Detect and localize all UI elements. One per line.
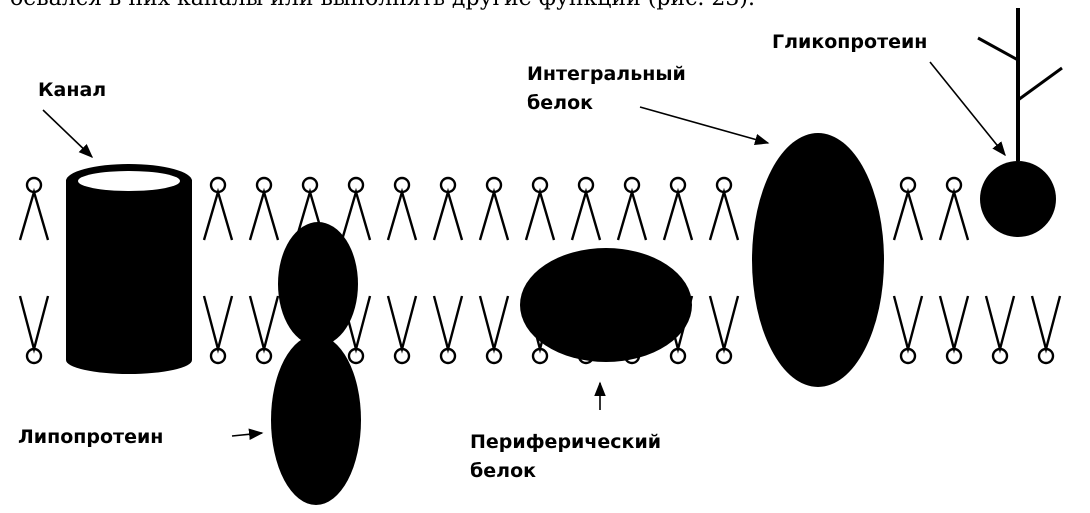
phospholipid-bottom [986, 296, 1014, 363]
phospholipid-bottom [894, 296, 922, 363]
phospholipid-bottom [434, 296, 462, 363]
phospholipid-top [480, 178, 508, 240]
channel-cylinder [66, 164, 192, 374]
phospholipid-top [940, 178, 968, 240]
phospholipid-bottom [204, 296, 232, 363]
phospholipid-top [250, 178, 278, 240]
phospholipid-top [20, 178, 48, 240]
phospholipid-top [572, 178, 600, 240]
peripheral-protein-label-line2: белок [470, 460, 536, 482]
lipoprotein-shape [271, 222, 361, 505]
phospholipid-bottom [250, 296, 278, 363]
peripheral-protein-shape [520, 248, 692, 362]
integral-protein-label-line1: Интегральный [527, 63, 686, 85]
channel-arrow [43, 110, 92, 157]
glycoprotein-label: Гликопротеин [772, 31, 927, 53]
phospholipid-bottom [480, 296, 508, 363]
integral-protein-shape [752, 133, 884, 387]
phospholipid-top [894, 178, 922, 240]
lipoprotein-arrow [232, 433, 262, 436]
lipoprotein-label: Липопротеин [18, 426, 163, 448]
phospholipid-top [664, 178, 692, 240]
phospholipid-bottom [388, 296, 416, 363]
phospholipid-bottom [1032, 296, 1060, 363]
glycoprotein-shape [978, 8, 1062, 237]
phospholipid-top [342, 178, 370, 240]
phospholipid-bottom [20, 296, 48, 363]
phospholipid-top [618, 178, 646, 240]
phospholipid-top [388, 178, 416, 240]
phospholipid-top [434, 178, 462, 240]
glycoprotein-arrow [930, 62, 1005, 155]
phospholipid-top [204, 178, 232, 240]
phospholipid-top [710, 178, 738, 240]
channel-label: Канал [38, 79, 106, 101]
phospholipid-top [526, 178, 554, 240]
phospholipid-bottom [940, 296, 968, 363]
phospholipid-bottom [710, 296, 738, 363]
integral-protein-label-line2: белок [527, 92, 593, 114]
peripheral-protein-label-line1: Периферический [470, 431, 661, 453]
integral-protein-arrow [640, 107, 768, 143]
